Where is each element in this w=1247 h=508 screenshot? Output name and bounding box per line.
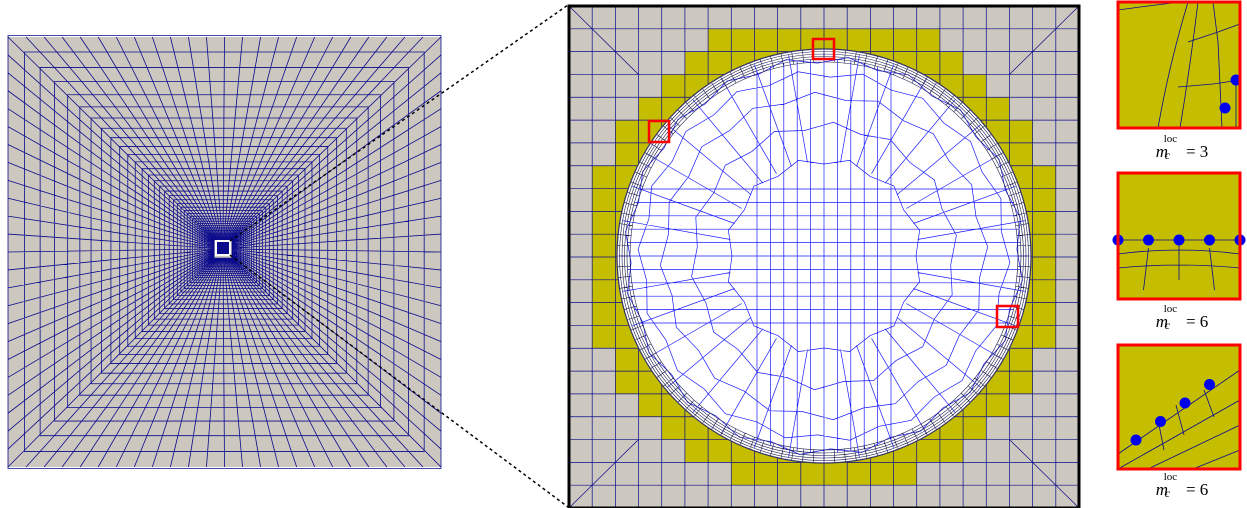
- highlight-box-top: [811, 37, 836, 61]
- inset-middle: [1112, 171, 1246, 301]
- zoom-corner-rays: [568, 5, 1080, 508]
- inset-bottom-fill: [1118, 345, 1240, 469]
- inset-middle-point: [1173, 234, 1185, 246]
- circle-boundary: [616, 48, 1032, 464]
- zoom-connector-lines: [229, 4, 569, 508]
- inset-top-lines: [1117, 1, 1241, 129]
- inset-bottom-point: [1179, 397, 1191, 409]
- zoom-frame: [567, 4, 1081, 508]
- connector-bottom: [229, 254, 569, 508]
- circle-interior-mesh: [620, 52, 1028, 460]
- overview-grid-lines: [7, 35, 442, 469]
- overview-mesh: [7, 35, 442, 469]
- inset-middle-point: [1143, 234, 1154, 246]
- inset-panels: [1112, 0, 1246, 471]
- inset-bottom-frame: [1116, 343, 1242, 471]
- overview-core: [216, 241, 230, 255]
- inset-middle-point: [1204, 234, 1215, 246]
- inset-bottom-point: [1204, 379, 1215, 390]
- overview-zoom-box: [215, 240, 231, 256]
- inset-bottom: [1116, 343, 1242, 471]
- highlight-box-right: [995, 304, 1020, 329]
- highlight-box-left: [647, 119, 671, 144]
- inset-bottom-lines: [1117, 369, 1241, 470]
- inset-middle-frame: [1116, 171, 1242, 301]
- inset-bottom-point: [1130, 434, 1142, 446]
- inset-top-frame: [1116, 0, 1242, 130]
- inset-top: [1116, 0, 1242, 130]
- zoomed-mesh: [567, 4, 1081, 508]
- inset-bottom-point: [1155, 416, 1166, 427]
- inset-top-point: [1219, 102, 1231, 114]
- connector-top: [229, 4, 569, 242]
